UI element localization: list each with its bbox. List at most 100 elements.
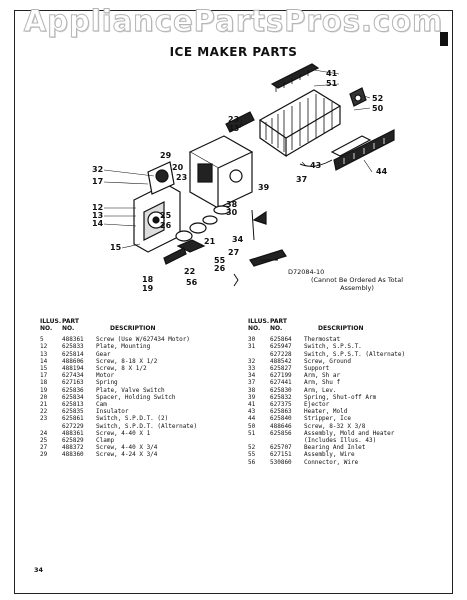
callout: 29 <box>160 151 172 160</box>
page-number: 34 <box>34 566 44 574</box>
callout: 19 <box>142 284 154 293</box>
callout: 38 <box>226 200 238 209</box>
description-cell: Ejector <box>304 401 330 409</box>
illus-cell: 44 <box>248 415 256 423</box>
part-number-cell: 625840 <box>270 415 292 423</box>
illus-cell: 20 <box>40 393 48 401</box>
part-number-cell: 625836 <box>62 386 84 394</box>
part-number-cell: 488372 <box>62 444 84 452</box>
illus-cell: 31 <box>248 343 256 351</box>
part-number-cell: 625827 <box>270 365 292 373</box>
part-number-cell: 625707 <box>270 444 292 452</box>
header-part: PART <box>62 318 79 325</box>
corner-mark <box>440 32 448 46</box>
description-cell: Cam <box>96 401 107 409</box>
header-description: DESCRIPTION <box>110 325 156 332</box>
description-cell: Screw, 4-40 X 1 <box>96 429 151 437</box>
watermark: AppliancePartsPros.com <box>23 4 444 39</box>
callout: 37 <box>296 175 307 184</box>
header-illus: ILLUS. <box>40 318 62 325</box>
description-cell: Assembly, Wire <box>304 451 355 459</box>
callout: 50 <box>372 104 384 113</box>
illus-cell: 43 <box>248 408 256 416</box>
part-number-cell: 625834 <box>62 393 84 401</box>
illus-cell: 29 <box>40 451 48 459</box>
part-number-cell: 625861 <box>62 415 84 423</box>
illus-cell: 39 <box>248 393 256 401</box>
illus-cell: 25 <box>40 437 48 445</box>
header-part: PART <box>270 318 287 325</box>
part-number-cell: 625832 <box>270 393 292 401</box>
illus-cell <box>40 423 62 430</box>
ice-mold-drawing <box>258 63 395 171</box>
illus-cell: 22 <box>40 408 48 416</box>
callout: 12 <box>92 203 103 212</box>
illus-cell: 30 <box>248 336 256 344</box>
illus-cell: 38 <box>248 386 256 394</box>
callout: 27 <box>228 248 239 257</box>
part-number-cell: 627199 <box>270 372 292 380</box>
callout: 44 <box>376 167 388 176</box>
part-number-cell: 627434 <box>62 372 84 380</box>
part-number-cell: 625947 <box>270 343 292 351</box>
description-cell: Spring <box>96 379 118 387</box>
description-cell: Insulator <box>96 408 129 416</box>
callout: 14 <box>92 219 104 228</box>
part-number-cell: 625813 <box>62 401 84 409</box>
illus-cell: 5 <box>40 336 44 344</box>
page-frame <box>14 10 453 594</box>
description-cell: Connector, Wire <box>304 458 359 466</box>
description-cell: Screw, 8-18 X 1/2 <box>96 357 158 365</box>
description-cell: Bearing And Inlet <box>304 444 366 452</box>
callout: 34 <box>232 235 244 244</box>
description-cell: Assembly, Mold and Heater <box>304 429 395 437</box>
illus-cell <box>248 351 270 358</box>
callout: 13 <box>92 211 103 220</box>
description-cell: Support <box>304 365 330 373</box>
callout: 52 <box>372 94 383 103</box>
callout: 22 <box>184 267 195 276</box>
header-illus: ILLUS. <box>248 318 270 325</box>
part-number-cell: 488646 <box>270 422 292 430</box>
header-part-no: NO. <box>62 325 75 332</box>
note-number: D72084-10 <box>288 268 325 276</box>
callout-labels: 41 51 52 50 23 33 29 20 23 32 17 12 13 1… <box>92 69 388 293</box>
illus-cell: 50 <box>248 422 256 430</box>
illus-cell: 13 <box>40 350 48 358</box>
illus-cell: 19 <box>40 386 48 394</box>
part-number-cell: 488542 <box>270 357 292 365</box>
part-number-cell: 488361 <box>62 336 84 344</box>
description-cell: Switch, S.P.S.T. <box>304 343 362 351</box>
illus-cell: 12 <box>40 343 48 351</box>
part-number-cell: 627375 <box>270 401 292 409</box>
part-number-cell: 625835 <box>62 408 84 416</box>
diagram-svg: 41 51 52 50 23 33 29 20 23 32 17 12 13 1… <box>92 63 395 293</box>
header-no: NO. <box>40 325 53 332</box>
exploded-diagram: 41 51 52 50 23 33 29 20 23 32 17 12 13 1… <box>14 60 444 315</box>
part-number-cell: 627229 <box>62 422 84 430</box>
part-number-cell: 627163 <box>62 379 84 387</box>
description-cell: (Includes Illus. 43) <box>304 437 377 445</box>
illus-cell: 21 <box>40 401 48 409</box>
header-no: NO. <box>248 325 261 332</box>
assembly-note: D72084-10 (Cannot Be Ordered As Total As… <box>282 268 432 292</box>
note-line-1: (Cannot Be Ordered As Total <box>310 276 403 284</box>
callout: 26 <box>160 221 172 230</box>
header-description: DESCRIPTION <box>318 325 364 332</box>
